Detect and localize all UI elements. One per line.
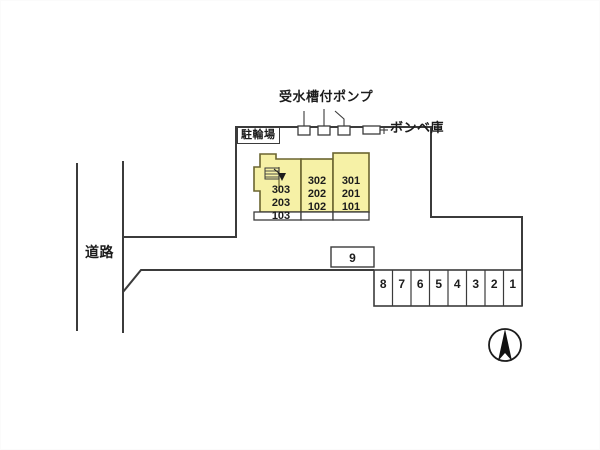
label-road: 道路 [85,245,114,261]
parking-row [373,269,523,307]
parking-stall-7-label: 7 [398,277,406,291]
building-section-east [332,152,370,213]
driveway-edge [122,269,374,293]
north-arrow-icon [488,328,522,362]
parking-stall-6-label: 6 [416,277,424,291]
equipment-boxes [297,125,381,136]
unit-label-202: 202 [307,188,327,200]
parking-stall-5-label: 5 [435,277,443,291]
parking-stall-1-label: 1 [509,277,517,291]
unit-label-301: 301 [341,175,361,187]
unit-label-302: 302 [307,175,327,187]
label-water-tank-pump: 受水槽付ポンプ [279,90,374,105]
unit-label-303: 303 [271,184,291,196]
parking-stall-9-label: 9 [349,251,356,265]
cylinder-box [362,125,381,135]
pump-box-1 [297,125,311,136]
pump-leader-lines [303,109,345,126]
pump-box-2 [317,125,331,136]
road-band [76,161,124,333]
unit-label-101: 101 [341,201,361,213]
pump-box-3 [337,125,351,136]
parking-stall-8-label: 8 [379,277,387,291]
label-cylinder-storage: ボンベ庫 [390,121,445,136]
cylinder-leader-line [380,127,388,134]
unit-label-102: 102 [307,201,327,213]
parking-stall-2-label: 2 [490,277,498,291]
parking-stall-3-label: 3 [472,277,480,291]
parking-stall-4-label: 4 [453,277,461,291]
stairs-arrow-icon [264,167,286,181]
unit-label-203: 203 [271,197,291,209]
unit-label-103: 103 [271,210,291,222]
building-balcony-strip [253,211,370,221]
parking-stall-9-box [330,246,375,268]
label-bicycle-parking: 駐輪場 [237,127,280,144]
unit-label-201: 201 [341,188,361,200]
